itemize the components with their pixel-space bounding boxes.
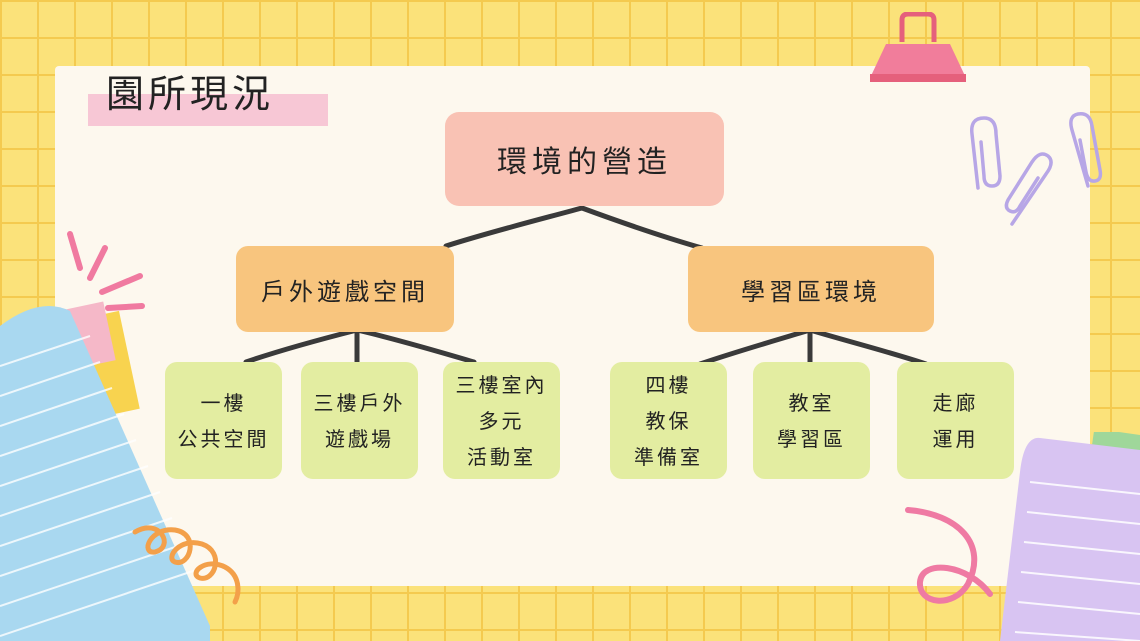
node-branch-learning: 學習區環境 — [688, 246, 934, 332]
node-leaf-corridor: 走廊 運用 — [897, 362, 1014, 479]
connector-root-left — [443, 205, 585, 249]
notepad-blue-icon — [0, 301, 210, 641]
connector-left-3 — [354, 327, 477, 365]
page-title: 園所現況 — [106, 72, 275, 116]
node-root: 環境的營造 — [445, 112, 724, 206]
title-highlight — [88, 94, 328, 126]
spiral-doodle-icon — [132, 525, 241, 605]
node-leaf-activity-room: 三樓室內 多元 活動室 — [443, 362, 560, 479]
burst-doodle-icon — [67, 231, 145, 311]
node-branch-outdoor: 戶外遊戲空間 — [236, 246, 454, 332]
connector-root-right — [579, 205, 705, 251]
node-leaf-prep-room: 四樓 教保 準備室 — [610, 362, 727, 479]
connector-left-1 — [243, 327, 360, 365]
connector-right-1 — [697, 327, 813, 367]
loop-doodle-icon — [905, 507, 993, 604]
connector-right-3 — [807, 327, 929, 367]
node-leaf-first-floor: 一樓 公共空間 — [165, 362, 282, 479]
node-leaf-classroom: 教室 學習區 — [753, 362, 870, 479]
node-leaf-third-floor-playground: 三樓戶外 遊戲場 — [301, 362, 418, 479]
binder-clip-icon — [870, 12, 966, 82]
paperclip-icon — [970, 112, 1103, 226]
notepad-purple-icon — [1000, 432, 1140, 641]
